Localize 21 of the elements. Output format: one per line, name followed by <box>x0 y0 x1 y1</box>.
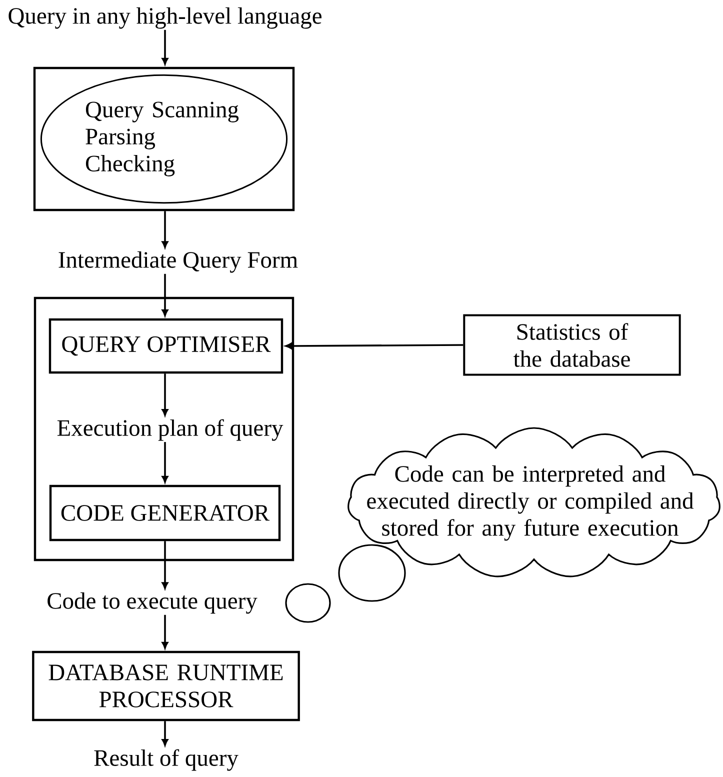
arrow <box>162 541 168 589</box>
plan-text: Execution plan of query <box>57 419 284 441</box>
arrow <box>162 274 168 316</box>
input-box: Statistics of the database <box>463 314 681 376</box>
code-text: Code to execute query <box>48 592 258 614</box>
stage-box <box>33 66 295 212</box>
arrow <box>162 30 168 65</box>
process-box: CODE GENERATOR <box>49 484 281 542</box>
arrow <box>162 614 168 649</box>
thought-cloud: Code can be interpreted and executed directly or compiled and stored for any future execution <box>348 427 720 578</box>
arrow <box>162 442 168 483</box>
form-text: Intermediate Query Form <box>58 251 298 273</box>
process-box: QUERY OPTIMISER <box>48 318 284 374</box>
input-text: Query in any high-level language <box>8 7 322 29</box>
arrow <box>162 374 168 416</box>
arrow <box>162 211 168 248</box>
module-box <box>34 296 294 562</box>
result-text: Result of query <box>94 749 238 771</box>
arrow <box>162 721 168 746</box>
arrow <box>285 342 464 350</box>
process-box: DATABASE RUNTIME PROCESSOR <box>32 650 300 722</box>
